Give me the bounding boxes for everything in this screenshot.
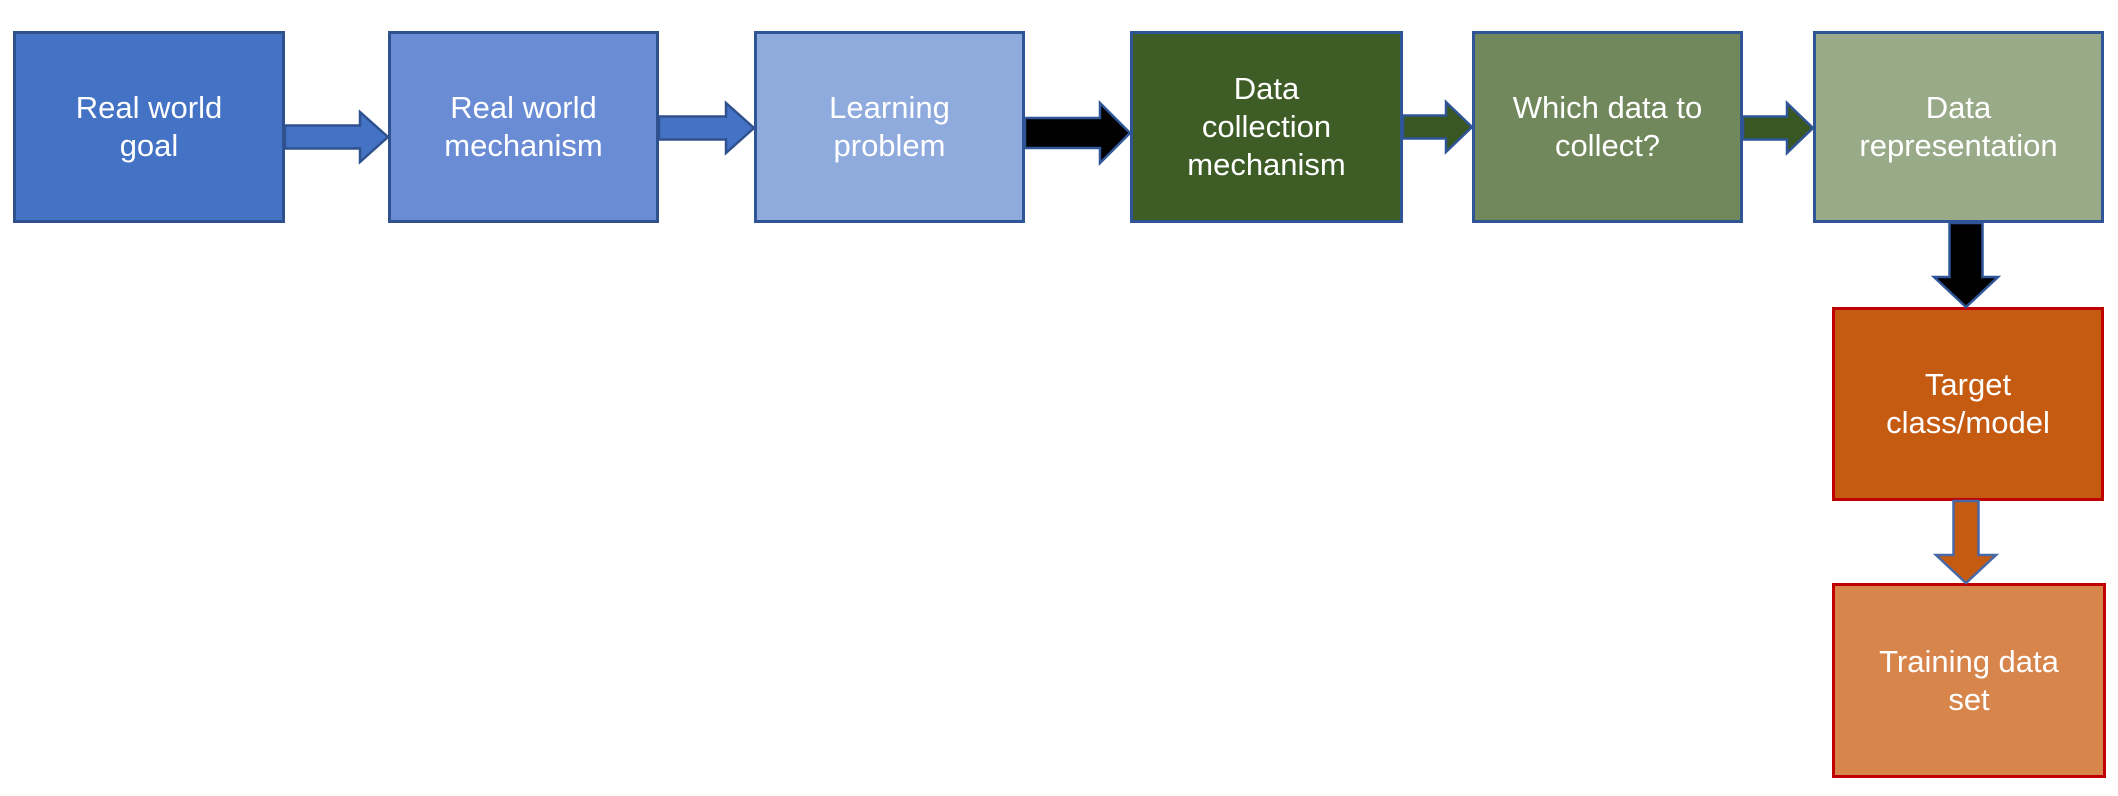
arrow-problem-to-collection <box>1023 99 1132 167</box>
node-training-data-set: Training data set <box>1832 583 2106 778</box>
node-real-world-goal: Real world goal <box>13 31 285 223</box>
node-label: Which data to collect? <box>1512 90 1703 163</box>
arrow-representation-to-target <box>1930 221 2002 309</box>
node-label: Target class/model <box>1886 367 2050 440</box>
node-which-data-to-collect: Which data to collect? <box>1472 31 1743 223</box>
node-data-representation: Data representation <box>1813 31 2104 223</box>
arrow-collection-to-which <box>1401 99 1474 155</box>
node-label: Learning problem <box>829 90 950 163</box>
node-label: Training data set <box>1879 643 2059 717</box>
node-label: Real world goal <box>75 90 223 163</box>
node-learning-problem: Learning problem <box>754 31 1025 223</box>
node-label: Data representation <box>1859 90 2058 163</box>
arrow-goal-to-mechanism <box>283 109 390 165</box>
node-data-collection-mechanism: Data collection mechanism <box>1130 31 1403 223</box>
node-label: Real world mechanism <box>444 90 603 163</box>
node-target-class-model: Target class/model <box>1832 307 2104 501</box>
node-label: Data collection mechanism <box>1187 71 1346 182</box>
arrow-which-to-representation <box>1741 100 1815 156</box>
arrow-target-to-training <box>1932 499 2000 585</box>
node-real-world-mechanism: Real world mechanism <box>388 31 659 223</box>
arrow-mechanism-to-problem <box>657 100 756 156</box>
